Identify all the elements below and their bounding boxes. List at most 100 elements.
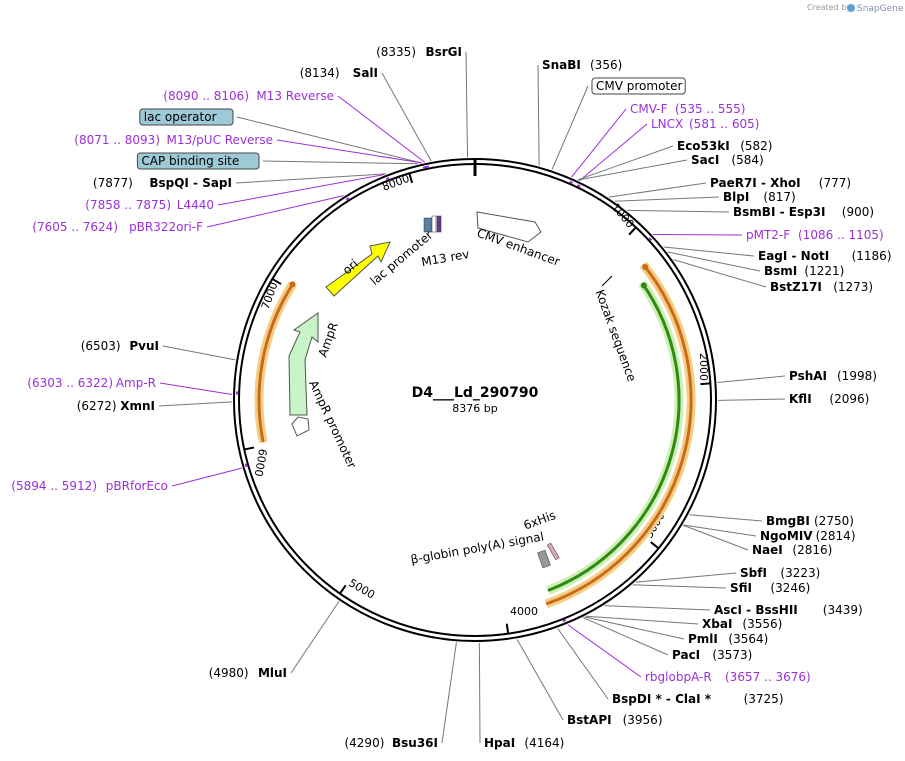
name-xmni: XmnI <box>120 399 155 413</box>
site-bmgbi: BmgBI(2750) <box>766 514 854 528</box>
site-sfii: SfiI(3246) <box>730 581 810 595</box>
primer-mark-cmv-f <box>569 180 573 184</box>
site-pshai: PshAI(1998) <box>789 369 877 383</box>
leader-bstz17i <box>673 259 767 288</box>
site-snabi: SnaBI(356) <box>542 58 622 72</box>
his-tag-block <box>546 542 560 561</box>
leader-pmt2-f <box>652 233 743 236</box>
orange-arc <box>545 263 693 606</box>
ampr-promoter-label: AmpR promoter <box>306 378 359 470</box>
name-mlui: MluI <box>258 666 287 680</box>
position-bspdi-clai: (3725) <box>744 692 784 706</box>
tick-label-4000: 4000 <box>510 605 538 618</box>
leader-bstapi <box>516 639 564 721</box>
label-cap-binding-site: CAP binding site <box>141 154 239 168</box>
site-bspdi-clai: BspDI * - ClaI *(3725) <box>612 692 784 706</box>
leader-cmv-f <box>571 108 627 178</box>
leader-cmv-promoter <box>551 85 589 170</box>
plasmid-size: 8376 bp <box>452 402 497 415</box>
name-paer7i-xhoi: PaeR7I - XhoI <box>710 176 801 190</box>
position-eagi-noti: (1186) <box>852 249 892 263</box>
m13-rev-label: M13 rev <box>420 247 470 269</box>
position-sbfi: (3223) <box>780 566 820 580</box>
kozak-label: Kozak sequence <box>593 288 639 384</box>
tick-label-8000: 8000 <box>380 172 411 194</box>
leader-asci-bsshii <box>604 605 711 611</box>
site-eagi-noti: EagI - NotI(1186) <box>758 249 892 263</box>
ampr-label: AmpR <box>316 320 341 358</box>
position-m13-reverse: (8090 .. 8106) <box>163 89 249 103</box>
primer-mark-lncx <box>576 184 581 188</box>
position-xmni: (6272) <box>77 399 117 413</box>
site-l4440: L4440(7858 .. 7875) <box>85 198 214 212</box>
tick-7000 <box>271 278 282 285</box>
position-paer7i-xhoi: (777) <box>819 176 851 190</box>
plasmid-name: D4___Ld_290790 <box>412 385 539 401</box>
kozak-mark <box>601 275 613 287</box>
site-bsmbi-esp3i: BsmBI - Esp3I(900) <box>733 205 874 219</box>
position-bspqi-sapi: (7877) <box>93 176 133 190</box>
position-pbr322ori-f: (7605 .. 7624) <box>32 220 118 234</box>
primer-mark-l4440 <box>385 177 390 181</box>
name-paci: PacI <box>672 648 700 662</box>
position-sfii: (3246) <box>770 581 810 595</box>
leader-rbglobpa-r <box>567 624 642 678</box>
name-bstapi: BstAPI <box>567 713 612 727</box>
left-orange-arc <box>257 282 295 443</box>
site-labels: BsrGI(8335)SalI(8134)M13 Reverse(8090 ..… <box>11 45 891 750</box>
name-bstz17i: BstZ17I <box>770 280 822 294</box>
name-pbrforeco: pBRforEco <box>106 479 168 493</box>
name-kfli: KflI <box>789 392 812 406</box>
name-bsmbi-esp3i: BsmBI - Esp3I <box>733 205 825 219</box>
name-blpi: BlpI <box>723 190 749 204</box>
primer-mark-m13-puc-reverse <box>422 166 427 169</box>
name-naei: NaeI <box>752 543 783 557</box>
leader-sbfi <box>635 572 737 583</box>
leader-lncx <box>579 123 648 182</box>
site-hpai: HpaI(4164) <box>484 736 564 750</box>
leader-bspdi-clai <box>557 628 609 700</box>
site-rbglobpa-r: rbglobpA-R(3657 .. 3676) <box>645 670 811 684</box>
tick-3000 <box>650 541 660 550</box>
green-arc-head <box>640 282 647 289</box>
position-cmv-f: (535 .. 555) <box>675 102 745 116</box>
position-lncx: (581 .. 605) <box>689 117 759 131</box>
tick-6000 <box>244 446 255 451</box>
name-m13-reverse: M13 Reverse <box>256 89 334 103</box>
name-m13-puc-reverse: M13/pUC Reverse <box>167 133 274 147</box>
name-sbfi: SbfI <box>740 566 767 580</box>
position-sali: (8134) <box>300 66 340 80</box>
site-blpi: BlpI(817) <box>723 190 796 204</box>
leader-xbai <box>585 615 699 625</box>
position-pvui: (6503) <box>81 339 121 353</box>
ampr-promoter-arrow <box>291 416 310 437</box>
site-bsrgi: BsrGI(8335) <box>376 45 462 59</box>
leader-eco53ki <box>577 145 674 181</box>
position-snabi: (356) <box>590 58 622 72</box>
position-bstapi: (3956) <box>623 713 663 727</box>
position-paci: (3573) <box>712 648 752 662</box>
lac-operator-block <box>431 215 437 233</box>
position-ngomiv: (2814) <box>816 529 856 543</box>
leader-amp-r <box>159 382 233 396</box>
primer-mark-rbglobpa-r <box>562 619 567 623</box>
site-pbr322ori-f: pBR322ori-F(7605 .. 7624) <box>32 220 203 234</box>
orange-arc-halo <box>544 261 696 609</box>
site-cmv-f: CMV-F(535 .. 555) <box>630 102 745 116</box>
site-bstz17i: BstZ17I(1273) <box>770 280 873 294</box>
left-arc-head <box>289 281 296 288</box>
leader-bspqi-sapi <box>235 173 387 184</box>
site-pvui: PvuI(6503) <box>81 339 159 353</box>
leader-cap-binding-site <box>262 160 418 165</box>
position-amp-r: (6303 .. 6322) <box>27 376 113 390</box>
ori-arrow <box>325 241 391 297</box>
leader-blpi <box>614 196 720 202</box>
his-label: 6xHis <box>522 508 558 533</box>
leader-bsu36i <box>441 642 457 744</box>
position-l4440: (7858 .. 7875) <box>85 198 171 212</box>
position-bmgbi: (2750) <box>814 514 854 528</box>
primer-mark-pbr322ori-f <box>345 197 350 201</box>
site-mlui: MluI(4980) <box>209 666 287 680</box>
position-hpai: (4164) <box>524 736 564 750</box>
